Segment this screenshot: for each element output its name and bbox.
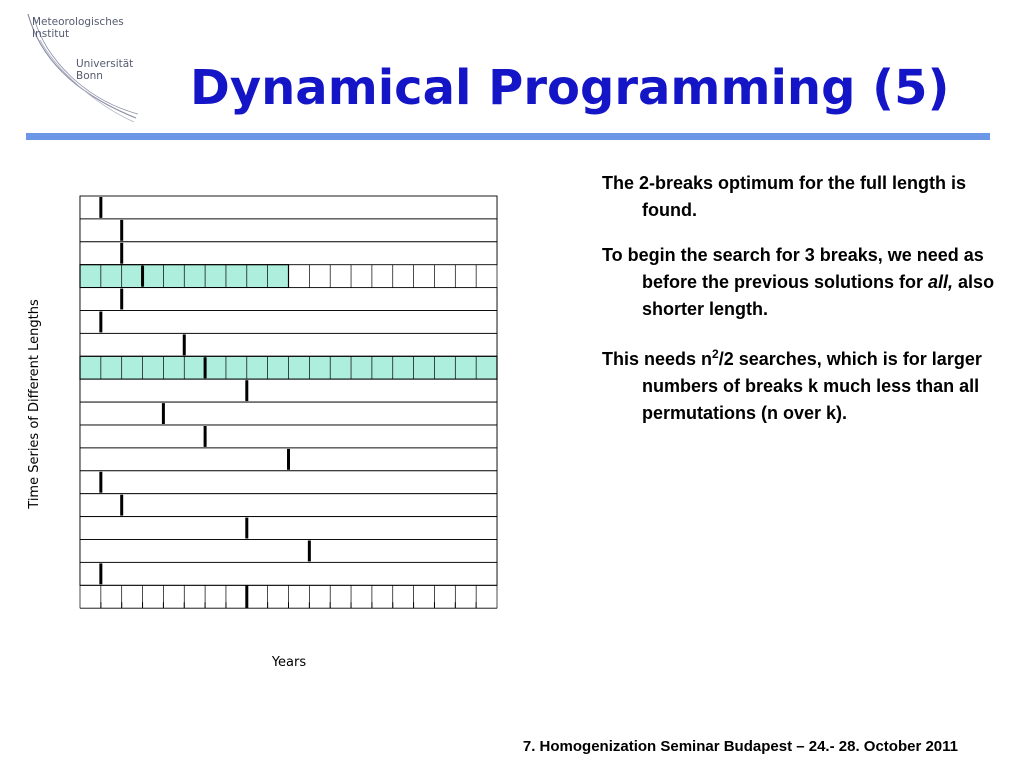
series-row xyxy=(79,218,498,243)
series-row xyxy=(79,310,498,334)
logo-line-4: Bonn xyxy=(76,70,103,82)
series-row xyxy=(79,470,498,495)
logo-line-3: Universität xyxy=(76,58,134,70)
explanation-text: The 2-breaks optimum for the full length… xyxy=(602,170,997,445)
series-row xyxy=(79,241,498,266)
paragraph-2: To begin the search for 3 breaks, we nee… xyxy=(602,242,997,323)
paragraph-1: The 2-breaks optimum for the full length… xyxy=(602,170,997,224)
university-logo: Meteorologisches Institut Universität Bo… xyxy=(16,10,156,128)
slide-title: Dynamical Programming (5) xyxy=(190,60,950,116)
footer-text: 7. Homogenization Seminar Budapest – 24.… xyxy=(522,738,958,755)
x-axis-label: Years xyxy=(271,655,307,670)
y-axis-label: Time Series of Different Lengths xyxy=(27,299,42,510)
series-row xyxy=(79,401,498,426)
paragraph-3: This needs n2/2 searches, which is for l… xyxy=(602,341,997,427)
paragraph-2-text-a: To begin the search for 3 breaks, we nee… xyxy=(602,245,984,292)
logo-swoosh-icon xyxy=(27,13,139,123)
paragraph-3-text-b: /2 searches, which is for larger numbers… xyxy=(642,349,982,423)
series-row xyxy=(79,539,498,563)
series-row xyxy=(79,493,498,518)
title-rule xyxy=(26,133,990,140)
paragraph-3-superscript: 2 xyxy=(712,347,719,361)
series-row xyxy=(79,516,498,540)
series-row xyxy=(79,332,498,357)
series-row xyxy=(79,561,498,586)
logo-line-2: Institut xyxy=(32,28,70,40)
series-row xyxy=(79,424,498,449)
paragraph-2-emphasis: all, xyxy=(928,272,954,292)
series-row xyxy=(79,378,498,403)
paragraph-3-text-a: This needs n xyxy=(602,349,713,369)
series-row xyxy=(79,195,498,220)
logo-line-1: Meteorologisches xyxy=(32,16,124,28)
paragraph-1-text: The 2-breaks optimum for the full length… xyxy=(602,173,967,220)
paragraph-2-text-b: also shorter length. xyxy=(642,272,995,319)
series-row xyxy=(79,287,498,311)
